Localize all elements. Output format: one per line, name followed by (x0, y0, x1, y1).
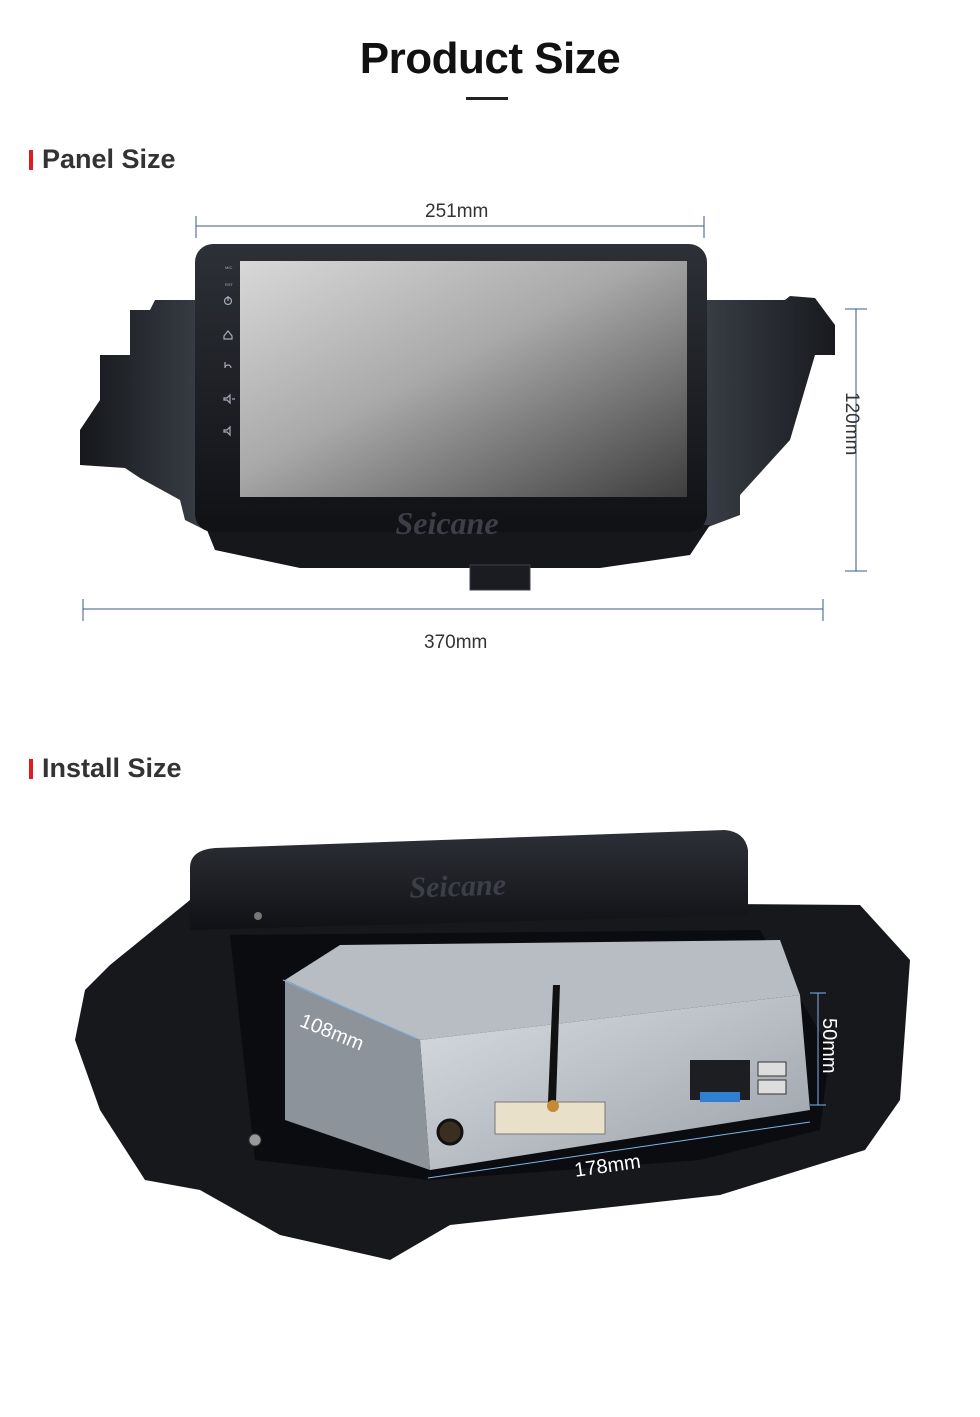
chassis-side (285, 980, 430, 1170)
total-width-label: 370mm (424, 632, 488, 653)
panel-section-title: Panel Size (42, 144, 176, 174)
chassis-top (285, 940, 800, 1040)
depth-dim-line (282, 979, 417, 1039)
panel-watermark: Seicane (395, 505, 498, 541)
screen-width-label: 251mm (425, 201, 489, 222)
back-icon (224, 362, 232, 369)
panel-bottom-tab (469, 564, 531, 591)
install-height-label: 50mm (818, 1018, 840, 1074)
title-underline (466, 97, 508, 100)
page-title: Product Size (359, 34, 621, 83)
usb-port-icon (757, 1061, 787, 1095)
install-top-housing (190, 830, 748, 930)
width-install-dim-line (427, 1121, 811, 1179)
panel-left-wing (80, 300, 205, 530)
panel-right-wing (700, 296, 835, 530)
round-port (436, 1118, 464, 1146)
volume-down-icon (223, 425, 231, 437)
volume-up-icon (223, 393, 235, 405)
panel-section-accent-bar (29, 150, 33, 170)
panel-screen (240, 261, 687, 497)
home-icon (223, 330, 233, 340)
panel-bottom-lip (205, 525, 710, 568)
antenna-icon (548, 985, 560, 1102)
install-section-title: Install Size (42, 753, 182, 783)
install-section-accent-bar (29, 759, 33, 779)
power-icon (223, 296, 233, 306)
rst-label: RST (225, 282, 234, 287)
install-watermark: Seicane (409, 868, 507, 904)
height-label: 120mm (841, 392, 862, 456)
mic-label: MIC (225, 265, 232, 270)
